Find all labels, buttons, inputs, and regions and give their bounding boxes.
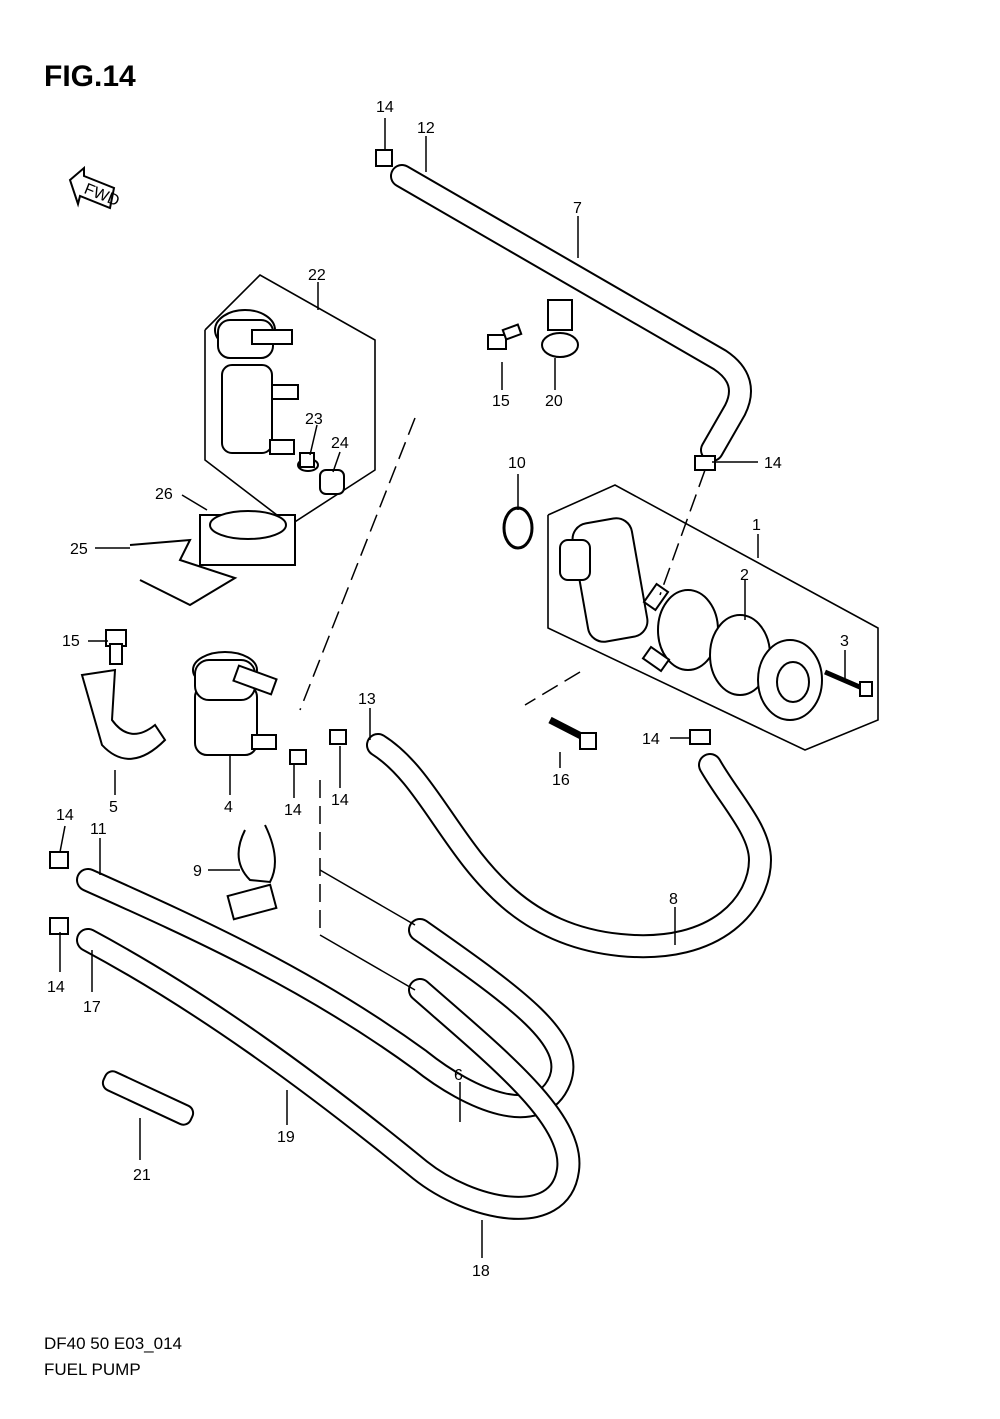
- callout-21: 21: [133, 1167, 151, 1184]
- callout-20: 20: [545, 393, 563, 410]
- callout-4: 4: [224, 799, 233, 816]
- part-5-bracket: [80, 668, 167, 760]
- callout-15: 15: [492, 393, 510, 410]
- callout-22: 22: [308, 267, 326, 284]
- callout-24: 24: [331, 435, 349, 452]
- pump-assembly-box: [547, 484, 879, 751]
- part-6-hose: [76, 868, 575, 1119]
- callout-17: 17: [83, 999, 101, 1016]
- part-26-bracket: [199, 510, 296, 566]
- callout-11: 11: [90, 821, 107, 838]
- callout-8: 8: [669, 891, 678, 908]
- callout-14: 14: [642, 731, 660, 748]
- callout-3: 3: [840, 633, 849, 650]
- callout-14: 14: [56, 807, 74, 824]
- figure-name: FUEL PUMP: [44, 1360, 141, 1379]
- guide-lines: [299, 417, 706, 991]
- callout-5: 5: [109, 799, 118, 816]
- callout-9: 9: [193, 863, 202, 880]
- callout-15: 15: [62, 633, 80, 650]
- figure-title: FIG.14: [44, 60, 136, 93]
- part-4-filter: [192, 651, 278, 756]
- part-8-hose: [366, 733, 773, 959]
- part-15-bolt-top: [487, 323, 523, 350]
- callout-19: 19: [277, 1129, 295, 1146]
- part-18-hose: [76, 928, 581, 1220]
- leader-lines: [59, 118, 846, 1258]
- callout-25: 25: [70, 541, 88, 558]
- part-20-clamp: [541, 299, 579, 358]
- part-7-hose: [390, 164, 752, 462]
- callout-13: 13: [358, 691, 376, 708]
- part-25-bracket: [129, 538, 238, 607]
- callout-6: 6: [454, 1067, 463, 1084]
- callout-14: 14: [47, 979, 65, 996]
- part-3-screw: [824, 669, 873, 697]
- callout-14: 14: [764, 455, 782, 472]
- callout-14: 14: [331, 792, 349, 809]
- callout-16: 16: [552, 772, 570, 789]
- clamp-icons: [49, 149, 716, 935]
- callout-23: 23: [305, 411, 323, 428]
- callout-18: 18: [472, 1263, 490, 1280]
- callout-14: 14: [284, 802, 302, 819]
- part-10-oring: [502, 506, 534, 550]
- part-15-bolt-left: [105, 629, 127, 665]
- callout-26: 26: [155, 486, 173, 503]
- callout-7: 7: [573, 200, 582, 217]
- part-21-strap: [101, 1070, 195, 1126]
- callout-14: 14: [376, 99, 394, 116]
- callout-labels: 14 12 7 22 15 20 23 24 14 10 26 1 25 2 1…: [47, 99, 849, 1280]
- callout-1: 1: [752, 517, 761, 534]
- part-9-clip: [226, 824, 278, 921]
- callout-12: 12: [417, 120, 435, 137]
- filter-assembly-box: [204, 274, 376, 526]
- model-code: DF40 50 E03_014: [44, 1334, 182, 1353]
- fwd-arrow-icon: FWD: [68, 165, 122, 210]
- callout-2: 2: [740, 567, 749, 584]
- callout-10: 10: [508, 455, 526, 472]
- part-16-bolt: [548, 716, 597, 750]
